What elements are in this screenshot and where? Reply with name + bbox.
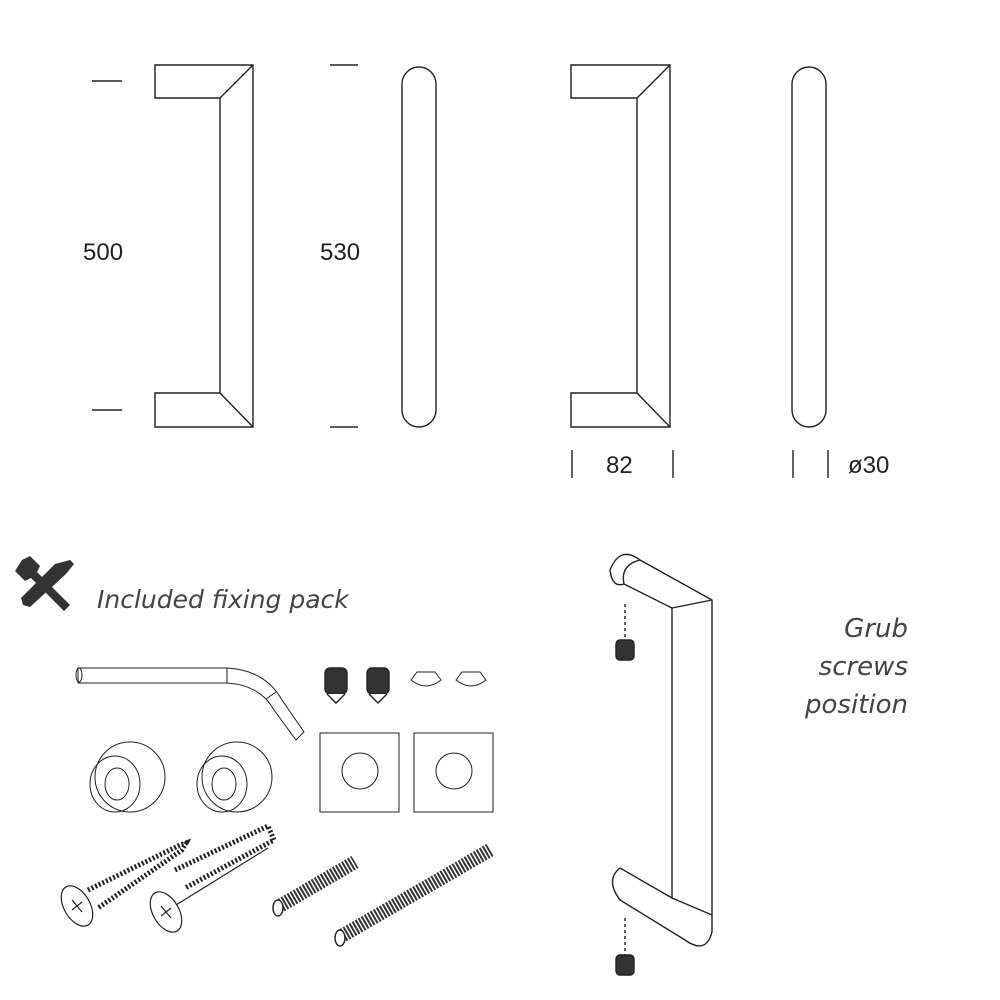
fixing-pack-title: Included fixing pack — [97, 585, 349, 614]
grub-screws-label: Grub screws position — [805, 610, 908, 724]
square-plates — [319, 732, 494, 813]
dimension-500: 500 — [83, 239, 124, 266]
tools-icon — [15, 556, 74, 611]
dimension-82: 82 — [606, 452, 633, 479]
mitre-handle-front-view — [154, 64, 254, 428]
dimension-ticks-82 — [571, 450, 674, 478]
dimension-ticks-30 — [792, 450, 829, 478]
round-bar-front-view — [401, 66, 437, 428]
threaded-rods — [272, 843, 494, 947]
allen-key — [75, 667, 305, 741]
mitre-handle-side-view — [570, 64, 671, 428]
round-bar-side-view — [791, 66, 827, 428]
dimension-ticks-530 — [330, 64, 358, 428]
caps — [410, 671, 487, 687]
grub-label-line: Grub — [844, 614, 908, 644]
handle-3d-view — [609, 553, 713, 947]
grub-label-line: position — [805, 690, 908, 720]
wood-screws — [60, 822, 278, 933]
roses — [89, 741, 273, 813]
dimension-530: 530 — [320, 239, 361, 266]
dimension-ticks-500 — [92, 80, 122, 411]
grub-label-line: screws — [818, 652, 908, 682]
grub-screw-markers — [615, 604, 635, 976]
dimension-diameter: ø30 — [848, 452, 890, 479]
grub-screws — [324, 667, 390, 704]
